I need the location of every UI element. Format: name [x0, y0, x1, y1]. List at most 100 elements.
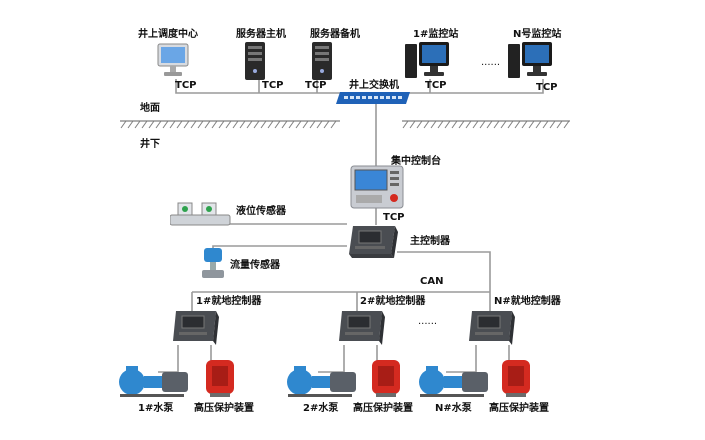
ground-hatch-mark	[260, 120, 267, 129]
ground-hatch-mark	[204, 120, 211, 129]
ground-hatch-mark	[274, 120, 281, 129]
ground-hatch-mark	[323, 120, 330, 129]
ground-hatch-mark	[176, 120, 183, 129]
tcp-label: TCP	[425, 80, 447, 91]
ground-hatch-mark	[563, 120, 570, 129]
ground-hatch-mark	[127, 120, 134, 129]
server-main-label: 服务器主机	[236, 29, 286, 40]
ground-hatch-mark	[416, 120, 423, 129]
ground-hatch-mark	[451, 120, 458, 129]
flow-sensor-icon	[202, 248, 224, 278]
ground-hatch-mark	[486, 120, 493, 129]
ground-hatch-mark	[232, 120, 239, 129]
ground-hatch-mark	[549, 120, 556, 129]
flow-sensor-label: 流量传感器	[230, 260, 280, 271]
ellipsis-local: ......	[418, 316, 438, 327]
local-controller-icon	[339, 311, 385, 345]
ground-hatch-mark	[542, 120, 549, 129]
water-pump-icon	[419, 366, 488, 397]
monitor-icon	[157, 43, 189, 76]
ground-hatch-mark	[197, 120, 204, 129]
ground-hatch-mark	[437, 120, 444, 129]
ground-hatch-mark	[253, 120, 260, 129]
network-switch-icon	[336, 92, 410, 104]
water-pump-icon	[287, 366, 356, 397]
ground-hatch-mark	[514, 120, 521, 129]
protection-device-label: 高压保护装置	[489, 403, 549, 414]
ground-hatch-mark	[267, 120, 274, 129]
ground-hatch-mark	[330, 120, 337, 129]
local-controller-2-label: 2#就地控制器	[360, 296, 426, 307]
ground-hatch-mark	[535, 120, 542, 129]
ground-hatch-mark	[444, 120, 451, 129]
ellipsis-top: ......	[481, 57, 501, 68]
server-tower-icon	[245, 42, 265, 80]
ground-hatch-mark	[218, 120, 225, 129]
ground-hatch-mark	[479, 120, 486, 129]
main-controller-label: 主控制器	[410, 236, 450, 247]
water-pump-icon	[119, 366, 188, 397]
ground-hatch-mark	[281, 120, 288, 129]
ground-hatch-mark	[295, 120, 302, 129]
ground-hatch-mark	[458, 120, 465, 129]
protection-device-icon	[502, 360, 530, 397]
ground-hatch-mark	[500, 120, 507, 129]
local-controller-1-label: 1#就地控制器	[196, 296, 262, 307]
ground-hatch-mark	[190, 120, 197, 129]
ground-hatch-mark	[556, 120, 563, 129]
console-label: 集中控制台	[391, 156, 441, 167]
pump-1-label: 1#水泵	[138, 403, 174, 414]
ground-hatch-mark	[155, 120, 162, 129]
monitor-station-1-label: 1#监控站	[413, 29, 459, 40]
server-tower-icon	[312, 42, 332, 80]
level-sensor-label: 液位传感器	[236, 206, 286, 217]
ground-hatch-mark	[465, 120, 472, 129]
ground-hatch-mark	[430, 120, 437, 129]
local-controller-icon	[469, 311, 515, 345]
ground-hatch-mark	[134, 120, 141, 129]
server-backup-label: 服务器备机	[310, 29, 360, 40]
control-console-icon	[350, 165, 404, 209]
ground-hatch-mark	[239, 120, 246, 129]
ground-hatch	[120, 120, 570, 129]
level-sensor-icon	[170, 202, 231, 226]
ground-hatch-mark	[141, 120, 148, 129]
tcp-label: TCP	[305, 80, 327, 91]
ground-hatch-mark	[409, 120, 416, 129]
underground-label: 井下	[140, 139, 160, 150]
surface-label: 地面	[140, 103, 160, 114]
local-controller-icon	[173, 311, 219, 345]
ground-hatch-mark	[211, 120, 218, 129]
ground-hatch-mark	[316, 120, 323, 129]
ground-hatch-mark	[162, 120, 169, 129]
protection-device-label: 高压保护装置	[194, 403, 254, 414]
protection-device-icon	[372, 360, 400, 397]
pump-n-label: N#水泵	[435, 403, 472, 414]
tcp-label: TCP	[262, 80, 284, 91]
protection-device-icon	[206, 360, 234, 397]
ground-hatch-mark	[423, 120, 430, 129]
ground-hatch-mark	[120, 120, 127, 129]
ground-hatch-mark	[288, 120, 295, 129]
local-controller-n-label: N#就地控制器	[494, 296, 561, 307]
dispatch-center-label: 井上调度中心	[138, 29, 198, 40]
ground-hatch-mark	[246, 120, 253, 129]
tcp-label: TCP	[175, 80, 197, 91]
ground-hatch-mark	[169, 120, 176, 129]
tcp-label: TCP	[536, 82, 558, 93]
protection-device-label: 高压保护装置	[353, 403, 413, 414]
tcp-label: TCP	[383, 212, 405, 223]
ground-hatch-mark	[521, 120, 528, 129]
ground-hatch-mark	[528, 120, 535, 129]
pump-2-label: 2#水泵	[303, 403, 339, 414]
ground-hatch-mark	[302, 120, 309, 129]
ground-hatch-mark	[148, 120, 155, 129]
ground-hatch-mark	[402, 120, 409, 129]
workstation-icon	[405, 42, 449, 78]
monitor-station-n-label: N号监控站	[513, 29, 562, 40]
workstation-icon	[508, 42, 552, 78]
switch-label: 井上交换机	[349, 80, 399, 91]
ground-hatch-mark	[225, 120, 232, 129]
can-bus-label: CAN	[420, 276, 444, 287]
